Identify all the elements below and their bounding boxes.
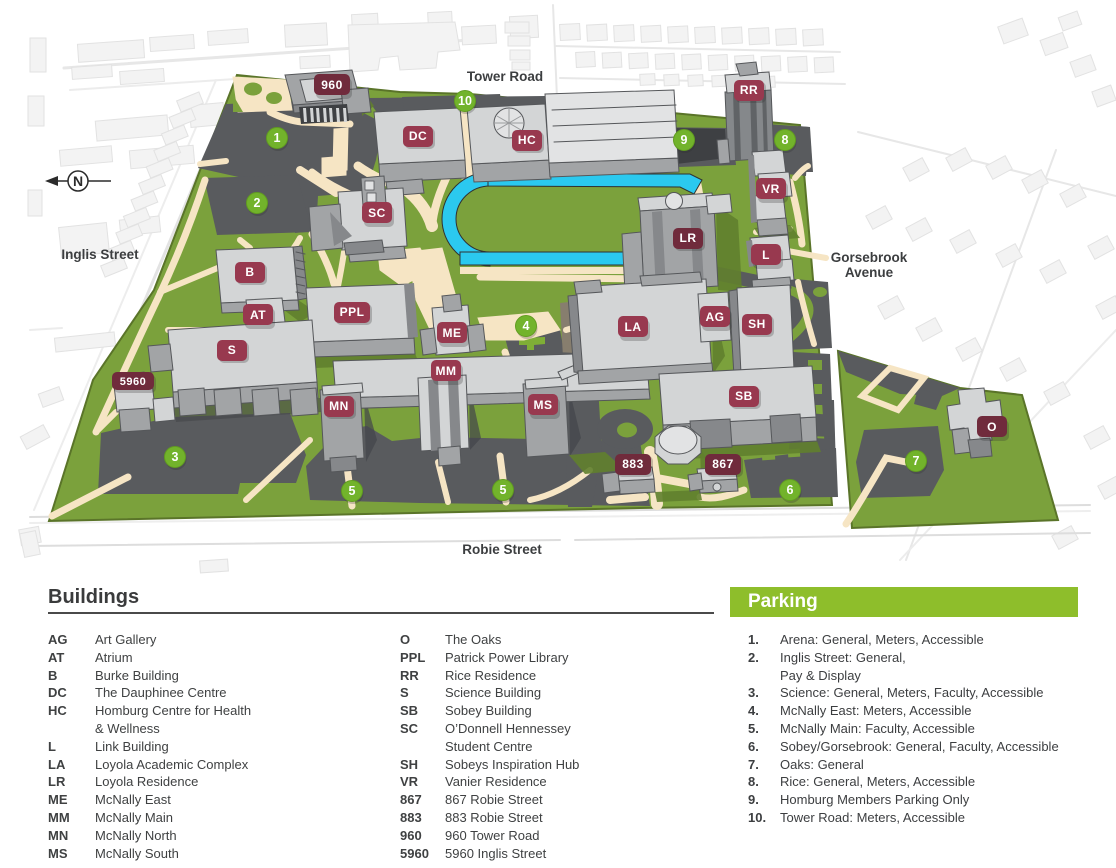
svg-text:3: 3 [172,450,179,464]
svg-text:S: S [228,343,237,357]
svg-text:Robie Street: Robie Street [462,542,542,557]
svg-text:LA: LA [625,320,642,334]
svg-text:10: 10 [458,94,472,108]
svg-text:AT: AT [250,308,266,322]
svg-text:9: 9 [681,133,688,147]
svg-text:SH: SH [748,317,766,331]
svg-text:L: L [762,248,770,262]
svg-text:5: 5 [500,483,507,497]
svg-text:PPL: PPL [340,305,365,319]
svg-text:Inglis Street: Inglis Street [61,247,139,262]
svg-text:ME: ME [443,326,462,340]
svg-text:5: 5 [349,484,356,498]
svg-text:8: 8 [782,133,789,147]
svg-text:883: 883 [622,457,644,471]
svg-text:VR: VR [762,182,780,196]
svg-text:5960: 5960 [120,376,146,388]
svg-text:RR: RR [740,83,758,97]
svg-text:SB: SB [735,389,753,403]
svg-text:DC: DC [409,129,427,143]
svg-text:N: N [73,173,83,189]
svg-text:O: O [987,420,997,434]
svg-text:2: 2 [254,196,261,210]
svg-text:AG: AG [706,310,725,324]
svg-text:Tower Road: Tower Road [467,69,543,84]
svg-text:Gorsebrook: Gorsebrook [831,250,908,265]
svg-text:Avenue: Avenue [845,265,894,280]
svg-text:MM: MM [436,364,457,378]
svg-text:4: 4 [523,319,530,333]
svg-text:B: B [245,265,254,279]
svg-text:SC: SC [368,206,386,220]
svg-text:MS: MS [534,398,553,412]
svg-text:7: 7 [913,454,920,468]
svg-text:960: 960 [321,78,343,92]
svg-text:MN: MN [329,399,349,413]
svg-text:HC: HC [518,133,536,147]
svg-text:6: 6 [787,483,794,497]
svg-text:LR: LR [680,231,697,245]
svg-text:1: 1 [274,131,281,145]
svg-text:867: 867 [712,457,734,471]
